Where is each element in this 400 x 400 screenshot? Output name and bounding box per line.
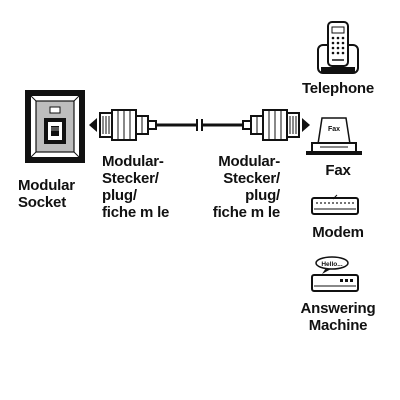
left-plug-label-line-2: Stecker/ (102, 170, 159, 187)
right-arrow-icon (302, 118, 310, 132)
speech-bubble-text: Hello... (321, 261, 343, 268)
answering-machine-label-line-2: Machine (308, 317, 368, 334)
telephone-icon (317, 21, 359, 74)
answering-machine-label: Answering Machine (290, 300, 386, 334)
cable (156, 119, 243, 131)
fax-label: Fax (290, 162, 386, 179)
left-plug-label-line-1: Modular- (102, 153, 164, 170)
left-plug-label-line-4: fiche m le (102, 204, 170, 221)
right-plug-label-line-1: Modular- (218, 153, 280, 170)
socket-label-line-1: Modular (18, 177, 75, 194)
right-plug-label: Modular- Stecker/ plug/ fiche m le (213, 153, 280, 221)
right-plug-label-line-3: plug/ (245, 187, 280, 204)
telephone-label-line-1: Telephone (301, 80, 375, 97)
right-plug-label-line-2: Stecker/ (223, 170, 280, 187)
left-plug-label-line-3: plug/ (102, 187, 137, 204)
answering-machine-label-line-1: Answering (300, 300, 376, 317)
fax-label-line-1: Fax (325, 162, 351, 179)
right-plug-icon (242, 109, 300, 141)
wall-socket-icon (25, 90, 85, 163)
modem-label: Modem (290, 224, 386, 241)
left-arrow-icon (89, 118, 97, 132)
fax-paper-text: Fax (328, 126, 340, 133)
modem-label-line-1: Modem (312, 224, 364, 241)
telephone-label: Telephone (290, 80, 386, 97)
fax-icon: Fax (306, 117, 362, 155)
left-plug-label: Modular- Stecker/ plug/ fiche m le (102, 153, 169, 221)
modem-icon (311, 194, 359, 215)
socket-label-line-2: Socket (18, 194, 66, 211)
right-plug-label-line-4: fiche m le (212, 204, 280, 221)
socket-label: Modular Socket (18, 177, 75, 211)
left-plug-icon (99, 109, 157, 141)
answering-machine-icon: Hello... (311, 256, 359, 292)
